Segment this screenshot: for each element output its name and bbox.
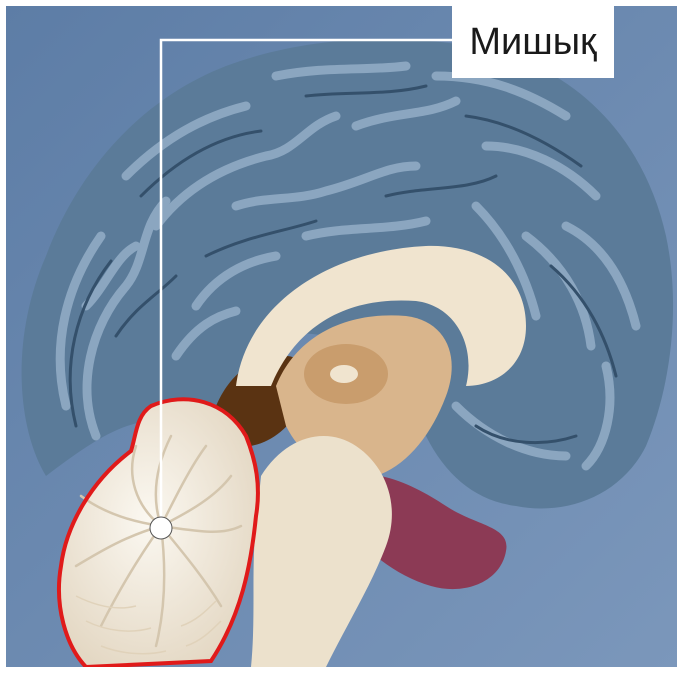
pointer-marker — [150, 517, 172, 539]
structure-label-text: Мишық — [469, 21, 596, 64]
fornix-nub — [330, 365, 358, 383]
brain-illustration — [6, 6, 677, 667]
brain-svg — [6, 6, 677, 667]
structure-label: Мишық — [452, 6, 614, 78]
